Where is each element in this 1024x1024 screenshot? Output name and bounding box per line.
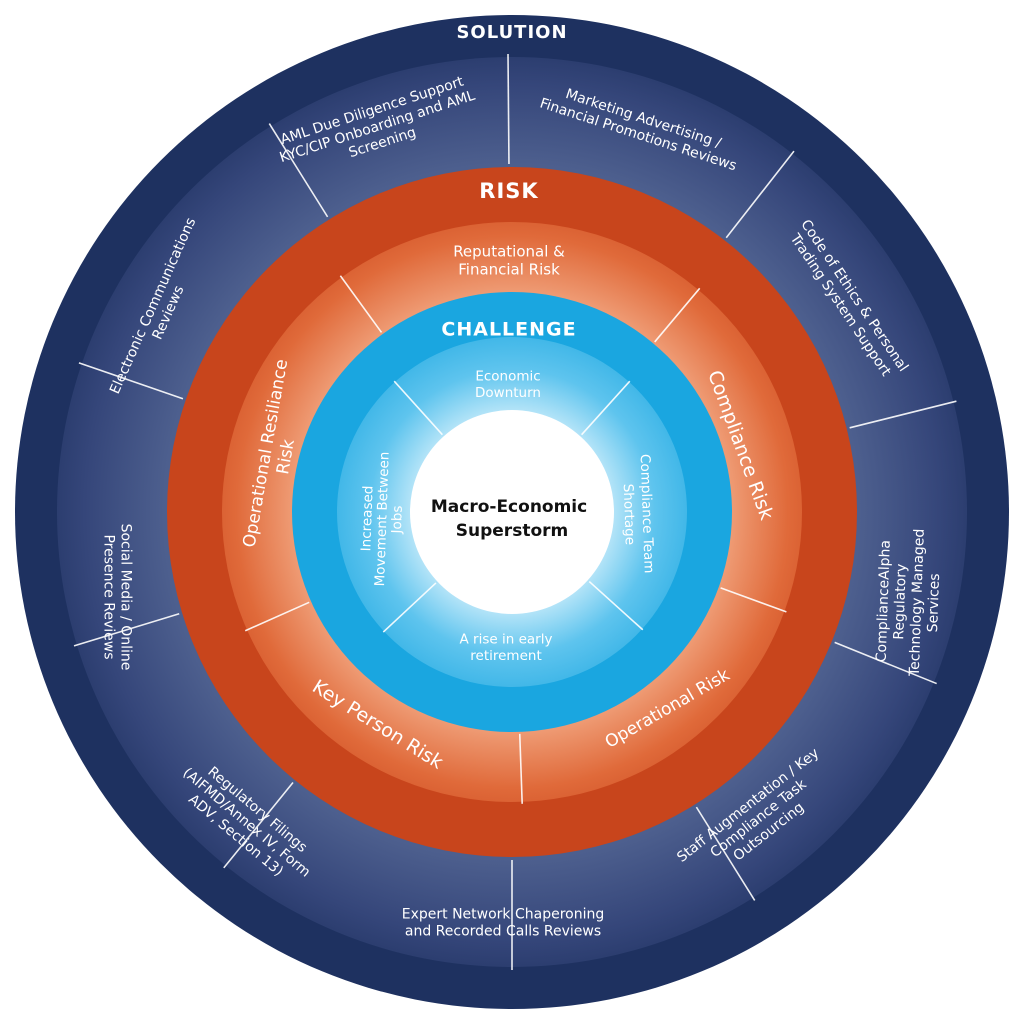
- risk-segment-label-line: Financial Risk: [458, 260, 560, 278]
- segment-divider: [725, 150, 795, 239]
- challenge-dividers: [382, 380, 644, 633]
- solution-dividers: [73, 54, 957, 970]
- challenge-ring-title: CHALLENGE: [441, 319, 576, 341]
- solution-segment-label-line: Social Media / Online: [118, 524, 134, 671]
- segment-divider: [695, 806, 756, 901]
- challenge-segment-label-line: A rise in early: [460, 632, 553, 648]
- segment-divider: [580, 380, 631, 436]
- challenge-segment-label-line: retirement: [470, 648, 541, 664]
- challenge-segment-label-line: Increased: [358, 485, 376, 551]
- challenge-segment-label-line: Shortage: [620, 483, 638, 545]
- risk-segment-label: Reputational &Financial Risk: [453, 242, 565, 278]
- segment-divider: [268, 123, 329, 218]
- center-title-line: Macro-Economic: [431, 497, 587, 517]
- solution-segment-label-line: Expert Network Chaperoning: [402, 907, 605, 923]
- segment-divider: [339, 275, 383, 333]
- center-title-line: Superstorm: [456, 521, 568, 541]
- solution-ring-title: SOLUTION: [456, 22, 567, 43]
- challenge-segment-label-line: Economic: [475, 369, 540, 385]
- segment-divider: [849, 400, 957, 429]
- solution-segment-label: ComplianceAlphaRegulatoryTechnology Mana…: [873, 527, 945, 678]
- solution-segment-label: Social Media / OnlinePresence Reviews: [101, 524, 134, 671]
- challenge-segment-label-line: Compliance Team: [637, 454, 657, 574]
- segment-divider: [73, 612, 180, 647]
- solution-segment-label-line: and Recorded Calls Reviews: [405, 923, 601, 939]
- risk-dividers: [244, 275, 787, 804]
- segment-divider: [393, 380, 444, 436]
- segment-divider: [654, 287, 701, 343]
- segment-divider: [588, 580, 644, 631]
- segment-divider: [518, 733, 523, 804]
- risk-ring-title: RISK: [479, 179, 538, 203]
- solution-segment-label-line: Services: [925, 573, 943, 633]
- center-disc: [410, 410, 614, 614]
- challenge-segment-label-line: Downturn: [475, 385, 541, 401]
- segment-divider: [720, 587, 787, 613]
- segment-divider: [244, 601, 310, 632]
- segment-divider: [382, 582, 437, 633]
- challenge-segment-label: IncreasedMovement BetweenJobs: [357, 451, 408, 587]
- challenge-segment-label: Compliance TeamShortage: [619, 454, 657, 575]
- solution-segment-label-line: ComplianceAlpha: [874, 540, 894, 663]
- challenge-segment-label-line: Movement Between: [372, 451, 393, 586]
- segment-divider: [78, 362, 184, 400]
- center-title: Macro-Economic Superstorm: [431, 497, 593, 541]
- solution-segment-label-line: Regulatory: [891, 563, 910, 640]
- segment-divider: [223, 781, 294, 869]
- challenge-segment-label-line: Jobs: [389, 505, 406, 534]
- solution-segment-label-line: Technology Managed: [907, 528, 928, 677]
- risk-segment-label-line: Reputational &: [453, 242, 565, 260]
- segment-divider: [834, 641, 937, 685]
- center-circle: Macro-Economic Superstorm: [410, 410, 614, 614]
- solution-segment-label-line: Presence Reviews: [101, 534, 117, 659]
- segment-divider: [507, 54, 510, 165]
